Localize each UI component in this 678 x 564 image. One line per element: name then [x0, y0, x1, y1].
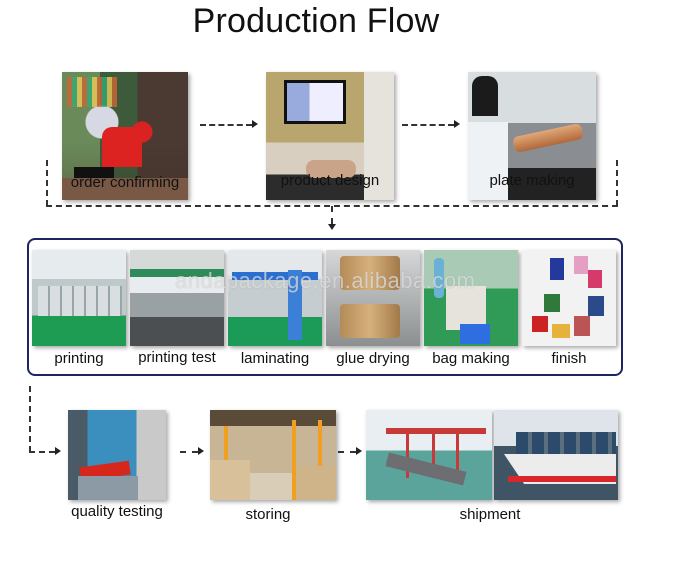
arrow-right-icon	[55, 447, 61, 455]
arrow-right-icon	[252, 120, 258, 128]
connector-quality-to-storing	[180, 451, 198, 453]
step-label-quality-testing: quality testing	[71, 503, 163, 520]
shipment-port-photo	[366, 410, 492, 500]
quality-testing-photo	[68, 410, 166, 500]
step-label-product-design: product design	[280, 172, 380, 189]
arrow-right-icon	[454, 120, 460, 128]
step-label-plate-making: plate making	[489, 172, 575, 189]
arrow-right-icon	[356, 447, 362, 455]
step-label-shipment: shipment	[459, 506, 521, 523]
printing-photo	[32, 250, 126, 346]
glue-drying-photo	[326, 250, 420, 346]
step-label-storing: storing	[245, 506, 291, 523]
connector-right-down	[616, 160, 618, 206]
printing-test-photo	[130, 250, 224, 346]
arrow-right-icon	[198, 447, 204, 455]
page-title: Production Flow	[192, 2, 440, 40]
step-label-printing-test: printing test	[138, 349, 216, 366]
connector-storing-to-shipment	[338, 451, 356, 453]
step-label-order-confirming: order confirming	[70, 174, 180, 191]
step-label-printing: printing	[54, 350, 104, 367]
bag-making-photo	[424, 250, 518, 346]
order-confirming-photo	[62, 72, 188, 200]
connector-left-down	[46, 160, 48, 206]
step-label-glue-drying: glue drying	[336, 350, 410, 367]
connector-design-to-plate	[402, 124, 454, 126]
storing-photo	[210, 410, 336, 500]
connector-stage2-down	[29, 386, 31, 452]
connector-to-quality	[29, 451, 55, 453]
manufacturing-stage-frame	[27, 238, 623, 376]
finish-photo	[522, 250, 616, 346]
connector-to-stage2	[331, 206, 333, 224]
laminating-photo	[228, 250, 322, 346]
product-design-photo	[266, 72, 394, 200]
watermark-text: andapackage.en.alibaba.com	[175, 268, 476, 293]
step-label-bag-making: bag making	[432, 350, 510, 367]
plate-making-photo	[468, 72, 596, 200]
step-label-finish: finish	[551, 350, 587, 367]
arrow-down-icon	[328, 224, 336, 230]
step-label-laminating: laminating	[240, 350, 310, 367]
shipment-vessel-photo	[494, 410, 618, 500]
connector-order-to-design	[200, 124, 252, 126]
